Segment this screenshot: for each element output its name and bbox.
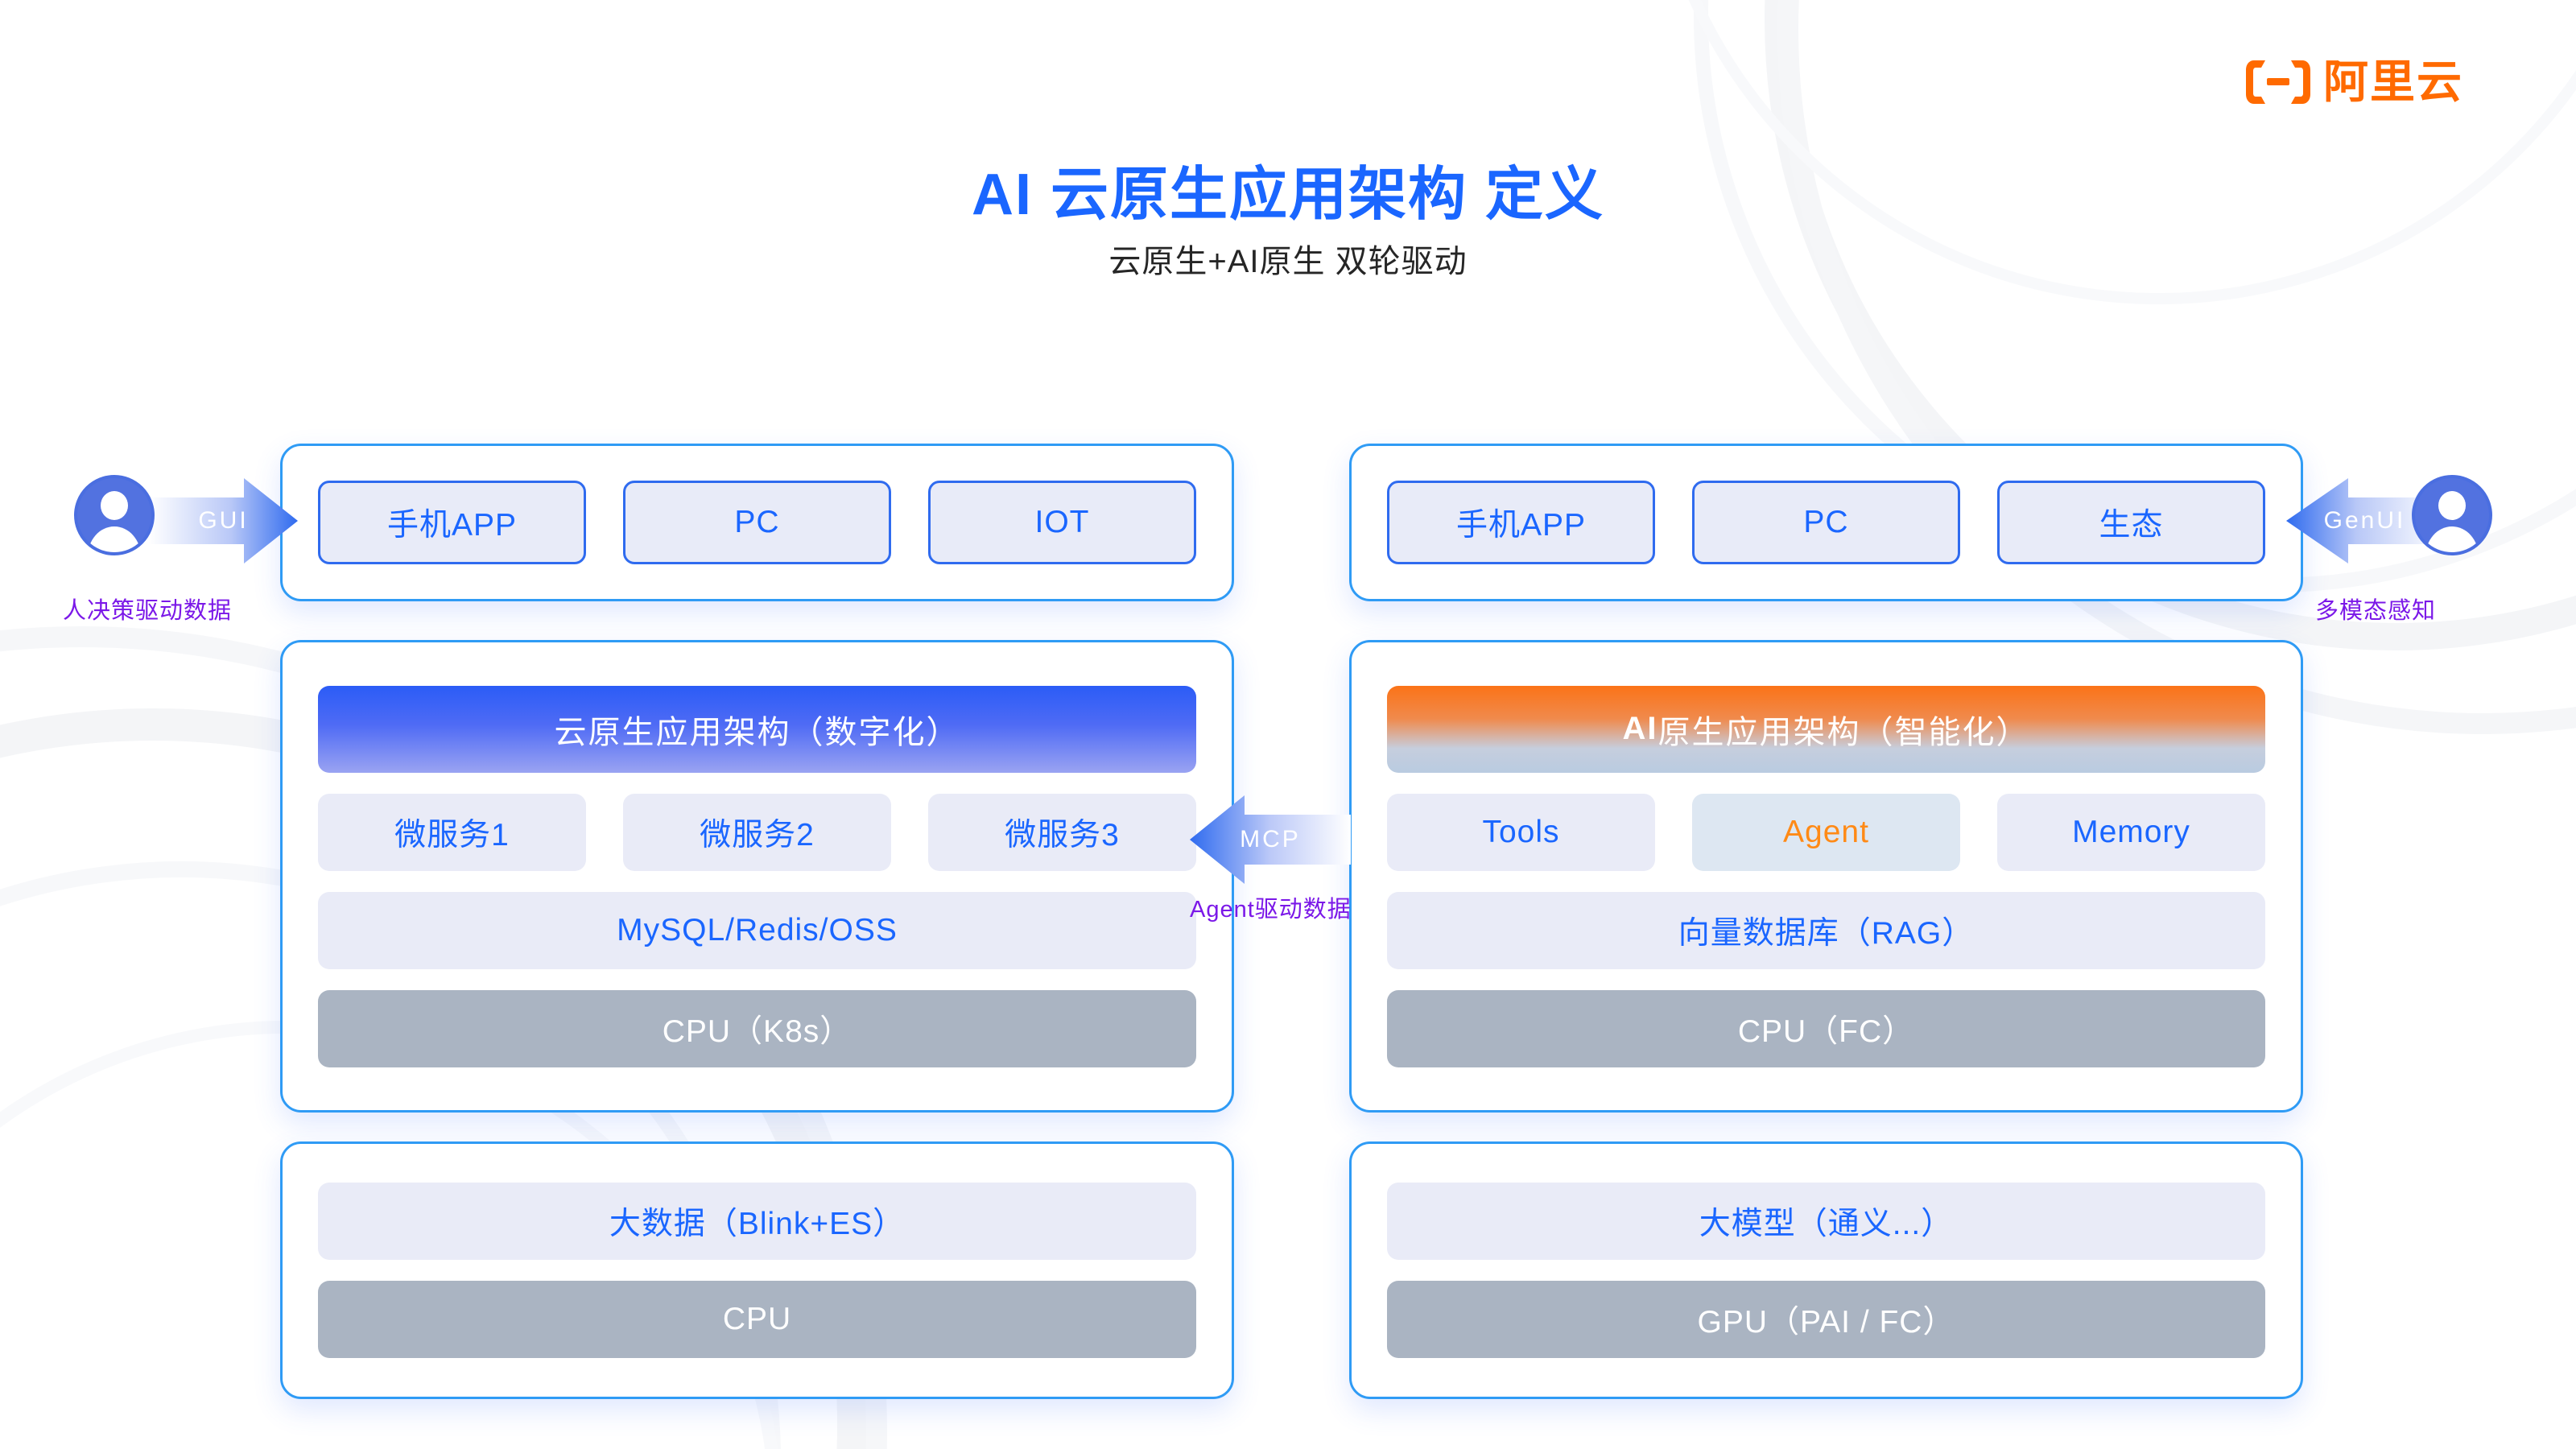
chip-left-storage[interactable]: MySQL/Redis/OSS	[318, 891, 1196, 969]
panel-ai-native-architecture: AI 原生应用架构（智能化） Tools Agent Memory 向量数据库（…	[1349, 640, 2303, 1113]
arrow-left-icon	[1190, 795, 1351, 884]
arrow-left-icon	[2286, 478, 2443, 564]
chip-tools[interactable]: Tools	[1387, 793, 1655, 871]
arrow-mcp-label: MCP	[1240, 826, 1301, 852]
panel-right-channels: 手机APP PC 生态	[1349, 444, 2303, 601]
chip-microservice-2[interactable]: 微服务2	[623, 793, 891, 871]
banner-cloud-native: 云原生应用架构（数字化）	[318, 685, 1196, 773]
chip-left-compute[interactable]: CPU（K8s）	[318, 989, 1196, 1067]
chip-right-channel-ecosystem[interactable]: 生态	[1997, 481, 2265, 564]
arrow-mcp: MCP	[1190, 795, 1351, 884]
arrow-genui: GenUI	[2286, 477, 2443, 565]
page-subtitle: 云原生+AI原生 双轮驱动	[1108, 244, 1468, 279]
panel-left-channels: 手机APP PC IOT	[280, 444, 1234, 601]
caption-human-driven-data: 人决策驱动数据	[63, 598, 233, 624]
avatar-body-icon	[2425, 526, 2479, 552]
avatar-head-icon	[101, 491, 128, 520]
chip-left-channel-mobile[interactable]: 手机APP	[318, 481, 586, 564]
chip-microservice-3[interactable]: 微服务3	[928, 793, 1196, 871]
brand-logo: 阿里云	[2244, 58, 2463, 106]
chip-right-channel-mobile[interactable]: 手机APP	[1387, 481, 1655, 564]
chip-microservice-1[interactable]: 微服务1	[318, 793, 586, 871]
left-microservice-row: 微服务1 微服务2 微服务3	[318, 793, 1196, 871]
page-title: AI 云原生应用架构 定义	[971, 163, 1604, 227]
panel-cloud-native-architecture: 云原生应用架构（数字化） 微服务1 微服务2 微服务3 MySQL/Redis/…	[280, 640, 1234, 1113]
chip-gpu-compute[interactable]: GPU（PAI / FC）	[1387, 1281, 2265, 1358]
chip-agent[interactable]: Agent	[1692, 793, 1960, 871]
right-capability-row: Tools Agent Memory	[1387, 793, 2265, 871]
avatar-human-right	[2412, 475, 2492, 555]
chip-right-compute[interactable]: CPU（FC）	[1387, 989, 2265, 1067]
banner-ai-native: AI 原生应用架构（智能化）	[1387, 685, 2265, 773]
panel-large-model: 大模型（通义...） GPU（PAI / FC）	[1349, 1141, 2303, 1399]
arrow-gui: GUI	[149, 477, 298, 565]
brand-logo-text: 阿里云	[2323, 56, 2463, 107]
avatar-head-icon	[2438, 491, 2466, 520]
arrow-genui-label: GenUI	[2323, 507, 2406, 534]
chip-memory[interactable]: Memory	[1997, 793, 2265, 871]
caption-multimodal-perception: 多模态感知	[2315, 598, 2437, 624]
left-channel-row: 手机APP PC IOT	[318, 481, 1196, 564]
chip-large-model[interactable]: 大模型（通义...）	[1387, 1183, 2265, 1260]
chip-vector-database[interactable]: 向量数据库（RAG）	[1387, 891, 2265, 969]
chip-right-channel-pc[interactable]: PC	[1692, 481, 1960, 564]
caption-agent-driven-data: Agent驱动数据	[1190, 897, 1352, 923]
arrow-gui-label: GUI	[198, 507, 249, 534]
alibaba-cloud-mark-icon	[2246, 60, 2310, 104]
chip-left-channel-pc[interactable]: PC	[623, 481, 891, 564]
avatar-human-left	[74, 475, 155, 555]
arrow-right-icon	[149, 478, 298, 564]
chip-big-data-compute[interactable]: CPU	[318, 1281, 1196, 1358]
avatar-body-icon	[88, 526, 141, 552]
banner-ai-native-rest: 原生应用架构（智能化）	[1657, 714, 2030, 750]
background-swoosh-top-right-2	[1543, 0, 2576, 743]
chip-left-channel-iot[interactable]: IOT	[928, 481, 1196, 564]
panel-big-data: 大数据（Blink+ES） CPU	[280, 1141, 1234, 1399]
chip-big-data[interactable]: 大数据（Blink+ES）	[318, 1183, 1196, 1260]
banner-ai-native-strong: AI	[1622, 711, 1658, 746]
right-channel-row: 手机APP PC 生态	[1387, 481, 2265, 564]
